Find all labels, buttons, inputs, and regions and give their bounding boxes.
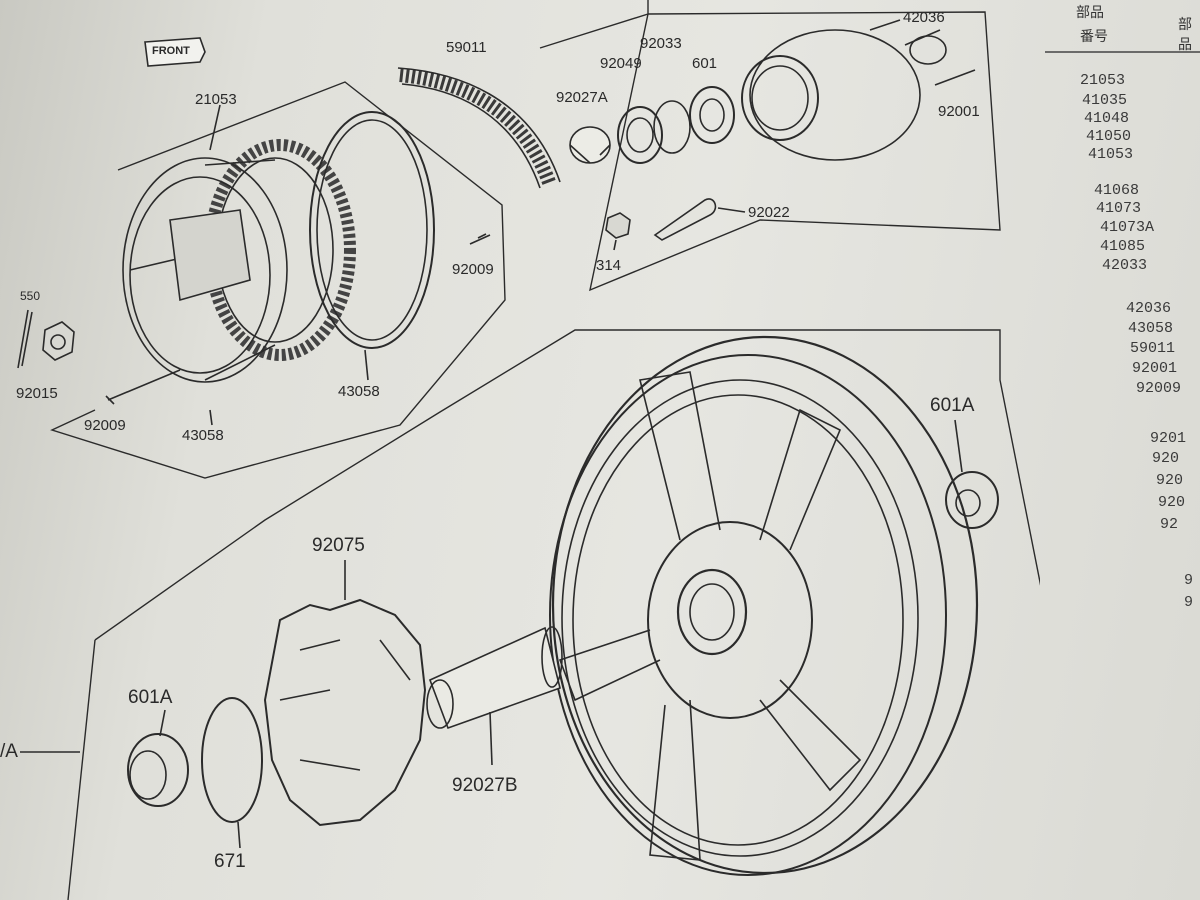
leader-43058-upper <box>364 349 369 381</box>
callout-43058-right: 43058 <box>338 383 380 400</box>
callout-59011: 59011 <box>446 39 487 56</box>
cast-wheel <box>549 335 979 876</box>
part-number-row: 920 <box>1152 450 1180 467</box>
table-header-col1: 部品 <box>1076 5 1104 21</box>
part-number-row: 21053 <box>1080 72 1126 89</box>
table-header-col2: 部品 <box>1178 17 1192 53</box>
callout-92033: 92033 <box>640 35 682 52</box>
circlip-92033 <box>653 100 691 154</box>
lower-group-outline <box>67 329 1040 900</box>
part-number-row: 920 <box>1156 472 1184 489</box>
callout-601A-right: 601A <box>930 395 975 416</box>
table-header-rule <box>1045 51 1200 53</box>
part-number-row: 92001 <box>1132 360 1178 377</box>
part-number-row: 92009 <box>1136 380 1182 397</box>
top-right-group-outline <box>539 0 1001 292</box>
bolt-92009-right <box>469 233 491 245</box>
oil-seal-92049 <box>617 106 663 164</box>
part-number-row: 92 <box>1160 516 1179 533</box>
callout-43058-left: 43058 <box>182 427 224 444</box>
callout-550: 550 <box>20 289 41 303</box>
leader-92022 <box>717 207 746 213</box>
leader-21053 <box>209 104 221 151</box>
leader-43058-left <box>209 409 213 426</box>
callout-92049: 92049 <box>600 55 642 72</box>
bearing-601A-left <box>127 709 189 807</box>
front-tag-label: FRONT <box>152 45 190 57</box>
part-number-row: 9201 <box>1150 430 1187 447</box>
cush-drive-damper <box>263 560 427 827</box>
callout-671: 671 <box>214 851 246 872</box>
nut-314 <box>605 212 631 239</box>
bearing-601 <box>689 86 735 144</box>
callout-314: 314 <box>596 257 622 274</box>
callout-92009-right: 92009 <box>452 261 494 278</box>
ring-43058-upper <box>309 111 435 349</box>
rear-sprocket-drum <box>122 139 356 383</box>
spacer-tube-92027B <box>426 626 563 766</box>
callout-92022: 92022 <box>748 204 790 221</box>
leader-671 <box>237 821 241 849</box>
drive-belt <box>397 67 561 189</box>
part-number-row: 41048 <box>1084 110 1130 127</box>
callout-92027A: 92027A <box>556 89 608 106</box>
table-header-col1b: 番号 <box>1080 29 1108 45</box>
part-number-row: 9 <box>1184 594 1194 611</box>
callout-edge: /A <box>0 741 18 762</box>
exploded-parts-diagram <box>17 0 1040 900</box>
part-number-row: 41050 <box>1086 128 1132 145</box>
hub-assembly <box>741 19 976 161</box>
callout-601: 601 <box>692 55 718 72</box>
callout-92027B: 92027B <box>452 775 518 796</box>
part-number-row: 920 <box>1158 494 1186 511</box>
part-number-row: 41053 <box>1088 146 1134 163</box>
part-number-row: 41035 <box>1082 92 1128 109</box>
spacer-92027A <box>569 126 611 164</box>
callout-21053: 21053 <box>195 91 237 108</box>
part-number-row: 42033 <box>1102 257 1148 274</box>
front-tag-icon <box>144 37 206 67</box>
ring-43058-upper-inner <box>316 119 428 341</box>
left-group-outline <box>50 81 506 479</box>
callout-601A-left: 601A <box>128 687 173 708</box>
part-number-row: 41068 <box>1094 182 1140 199</box>
part-number-row: 41073A <box>1100 219 1155 236</box>
o-ring-671 <box>201 697 263 823</box>
chain-adjuster-92022 <box>653 198 717 241</box>
part-number-row: 59011 <box>1130 340 1176 357</box>
part-number-row: 42036 <box>1126 300 1172 317</box>
callout-92015: 92015 <box>16 385 58 402</box>
callout-92009-left: 92009 <box>84 417 126 434</box>
cotter-pin <box>17 309 33 369</box>
leader-314 <box>613 239 617 251</box>
part-number-row: 9 <box>1184 572 1194 589</box>
bolt-92009-left <box>105 369 181 405</box>
axle-nut <box>42 321 75 361</box>
callout-92001: 92001 <box>938 103 980 120</box>
callout-42036: 42036 <box>903 9 945 26</box>
bearing-601A-right <box>945 419 999 529</box>
part-number-row: 41073 <box>1096 200 1142 217</box>
callout-92075: 92075 <box>312 535 365 556</box>
part-number-row: 41085 <box>1100 238 1146 255</box>
part-number-row: 43058 <box>1128 320 1174 337</box>
